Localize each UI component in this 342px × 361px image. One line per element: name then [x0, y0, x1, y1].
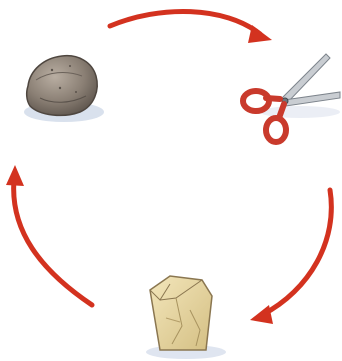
arrowhead-rock-to-scissors: [248, 25, 272, 43]
scissors-icon: [243, 54, 340, 142]
arrow-paper-to-rock: [14, 180, 92, 305]
rock-icon: [24, 56, 104, 122]
paper-bag-icon: [146, 276, 226, 359]
arrow-rock-to-scissors: [110, 11, 260, 34]
arrow-scissors-to-paper: [262, 190, 331, 315]
arrowhead-scissors-to-paper: [250, 305, 273, 324]
arrowhead-paper-to-rock: [6, 165, 24, 186]
